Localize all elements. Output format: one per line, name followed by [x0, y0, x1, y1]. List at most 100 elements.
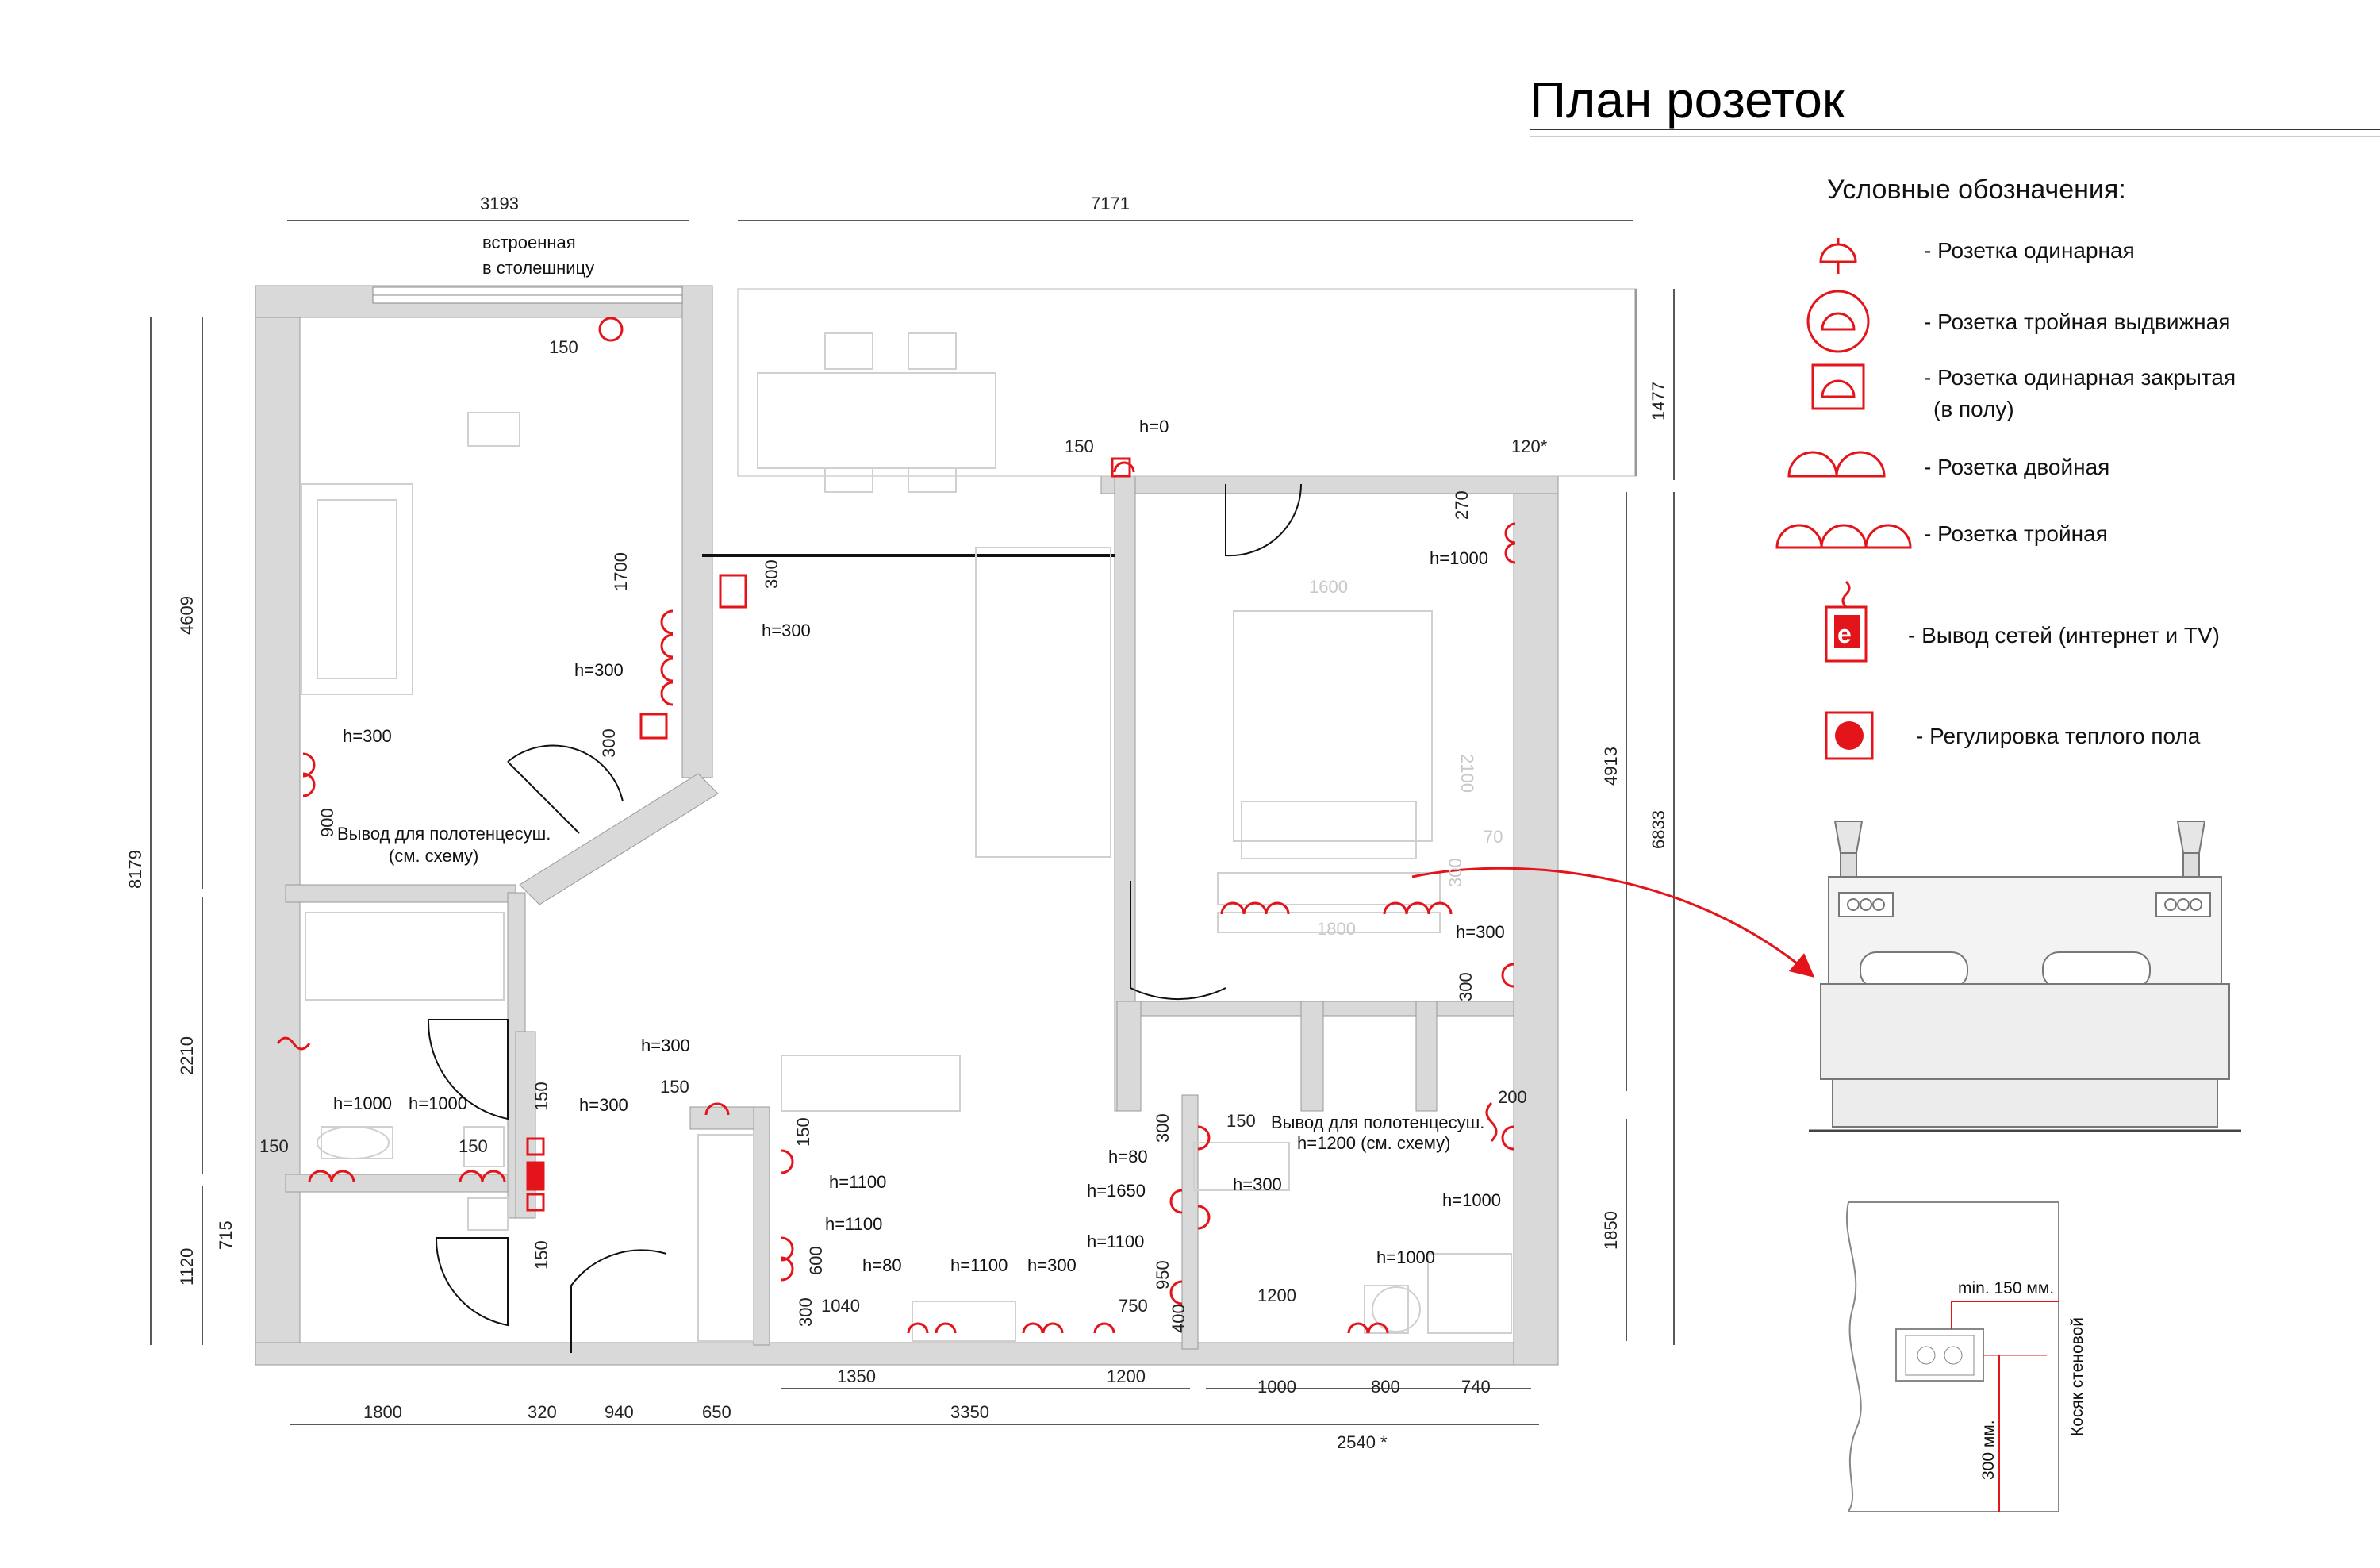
note-h1000-bath2: h=1000 — [409, 1093, 467, 1113]
dim-inner-2100: 2100 — [1457, 754, 1477, 793]
socket-detail: min. 150 мм. 300 мм. Косяк стеновой — [1845, 1201, 2086, 1512]
dim-inner-1700: 1700 — [611, 552, 631, 591]
dim-inner-600b: 600 — [806, 1246, 826, 1275]
dim-inner-950: 950 — [1153, 1260, 1173, 1289]
dimension-lines — [150, 220, 1675, 1425]
dim-left-total: 8179 — [125, 850, 145, 889]
note-h80: h=80 — [1108, 1147, 1148, 1166]
triple-popup-socket-icon — [1806, 290, 1870, 353]
note-h1000-bath1: h=1000 — [333, 1093, 392, 1113]
dim-inner-200: 200 — [1498, 1087, 1527, 1107]
note-towel-1b: (см. схему) — [389, 846, 478, 866]
floor-socket-icon — [1811, 363, 1865, 410]
dim-bottom-d: 800 — [1371, 1377, 1400, 1397]
dim-left-2: 2210 — [177, 1036, 197, 1075]
dim-left-4: 900 — [317, 808, 337, 837]
note-h300-corridor: h=300 — [1027, 1255, 1077, 1275]
dim-inner-150c: 150 — [660, 1077, 689, 1097]
note-h1000-room2: h=1000 — [1442, 1190, 1501, 1210]
legend-item-4: - Розетка двойная — [1924, 455, 2109, 479]
legend-item-3b: (в полу) — [1933, 397, 2014, 421]
furniture — [301, 332, 1512, 1342]
legend-item-7: - Регулировка теплого пола — [1916, 724, 2201, 748]
note-h300-hall: h=300 — [641, 1036, 690, 1055]
legend-item-1: - Розетка одинарная — [1924, 238, 2135, 263]
dim-left-3: 1120 — [177, 1248, 197, 1286]
dim-inner-300d: 300 — [1153, 1113, 1173, 1143]
dim-top-1: 3193 — [480, 194, 519, 213]
dim-inner-600: 300 — [796, 1297, 816, 1327]
dim-inner-1800: 1800 — [1317, 919, 1356, 939]
note-h1000: h=1000 — [1430, 548, 1488, 568]
note-h1100: h=1100 — [829, 1172, 886, 1192]
note-h300-living: h=300 — [343, 726, 392, 746]
dim-bottom-h: 940 — [605, 1402, 634, 1422]
dim-inner-150h: 150 — [793, 1117, 813, 1147]
sockets — [276, 317, 1815, 1334]
legend-item-3: - Розетка одинарная закрытая — [1924, 365, 2236, 390]
note-h1000-room: h=1000 — [1376, 1247, 1435, 1267]
dim-inner-750: 750 — [1119, 1296, 1148, 1316]
page-title: План розеток — [1530, 71, 1845, 129]
triple-socket-icon — [1775, 524, 1912, 549]
legend-item-6: - Вывод сетей (интернет и TV) — [1908, 623, 2220, 648]
dim-right-2: 4913 — [1601, 747, 1621, 786]
dim-inner-150e: 150 — [459, 1136, 488, 1156]
floor-heating-control-icon — [1825, 711, 1874, 760]
dim-inner-70: 70 — [1484, 827, 1503, 847]
bed-illustration — [1809, 821, 2241, 1132]
dim-inner-150d: 150 — [259, 1136, 289, 1156]
network-outlet-icon: e — [1825, 580, 1868, 663]
detail-min-label: min. 150 мм. — [1958, 1279, 2054, 1297]
note-towel-1: Вывод для полотенцесуш. — [337, 824, 551, 844]
doors — [427, 483, 1303, 1353]
note-towel-2: Вывод для полотенцесуш. — [1271, 1113, 1484, 1132]
note-towel-2b: h=1200 (см. схему) — [1297, 1133, 1451, 1153]
note-h80b: h=80 — [862, 1255, 902, 1275]
dim-inner-400: 400 — [1169, 1304, 1188, 1333]
note-builtin: встроенная — [482, 233, 576, 252]
dim-inner-150b: 150 — [1065, 436, 1094, 456]
dim-inner-300c: 300 — [1456, 972, 1476, 1001]
note-h1100c: h=1100 — [950, 1255, 1008, 1275]
plan-annotations: встроенная в столешницу h=0 h=1000 h=300… — [333, 233, 1505, 1275]
dim-inner-300a: 300 — [762, 559, 781, 589]
dim-left-1: 4609 — [177, 596, 197, 635]
dim-inner-1200: 1200 — [1257, 1286, 1296, 1305]
dim-bottom-e: 740 — [1461, 1377, 1491, 1397]
dim-inner-150f: 150 — [532, 1082, 551, 1111]
dim-inner-1040: 1040 — [821, 1296, 860, 1316]
legend-item-2: - Розетка тройная выдвижная — [1924, 309, 2230, 334]
note-h1100b: h=1100 — [825, 1214, 882, 1234]
dim-inner-150a: 150 — [549, 337, 578, 357]
svg-text:e: e — [1837, 620, 1852, 648]
note-h300-bed: h=300 — [1456, 922, 1505, 942]
single-socket-icon — [1819, 238, 1857, 274]
double-socket-icon — [1787, 451, 1886, 478]
legend-heading: Условные обозначения: — [1827, 175, 2126, 205]
dim-right-1: 1477 — [1649, 382, 1668, 421]
dim-inner-300b: 300 — [599, 728, 619, 758]
note-h1650: h=1650 — [1087, 1181, 1146, 1201]
note-h300-kitchen: h=300 — [762, 621, 811, 640]
detail-height-label: 300 мм. — [1979, 1420, 1998, 1480]
note-h300-room: h=300 — [1233, 1174, 1282, 1194]
note-h300-kitchen-2: h=300 — [574, 660, 624, 680]
dim-inner-1600: 1600 — [1309, 577, 1348, 597]
note-h300-bath: h=300 — [579, 1095, 628, 1115]
dim-inner-150i: 150 — [1226, 1111, 1256, 1131]
dim-bottom-a: 1350 — [837, 1366, 876, 1386]
dim-right-4: 1850 — [1601, 1211, 1621, 1250]
dim-bottom-f: 1800 — [363, 1402, 402, 1422]
walls — [255, 285, 1559, 1366]
detail-jamb-label: Косяк стеновой — [2068, 1317, 2086, 1436]
dim-bottom-b: 1200 — [1107, 1366, 1146, 1386]
note-builtin-2: в столешницу — [482, 258, 594, 278]
dim-bottom-i: 650 — [702, 1402, 731, 1422]
note-h1100d: h=1100 — [1087, 1232, 1144, 1251]
note-h0: h=0 — [1139, 417, 1169, 436]
legend-item-5: - Розетка тройная — [1924, 521, 2108, 546]
dim-bottom-k: 2540 * — [1337, 1432, 1388, 1452]
dim-right-3: 6833 — [1649, 810, 1668, 849]
dim-inner-300e: 300 — [1445, 858, 1465, 887]
